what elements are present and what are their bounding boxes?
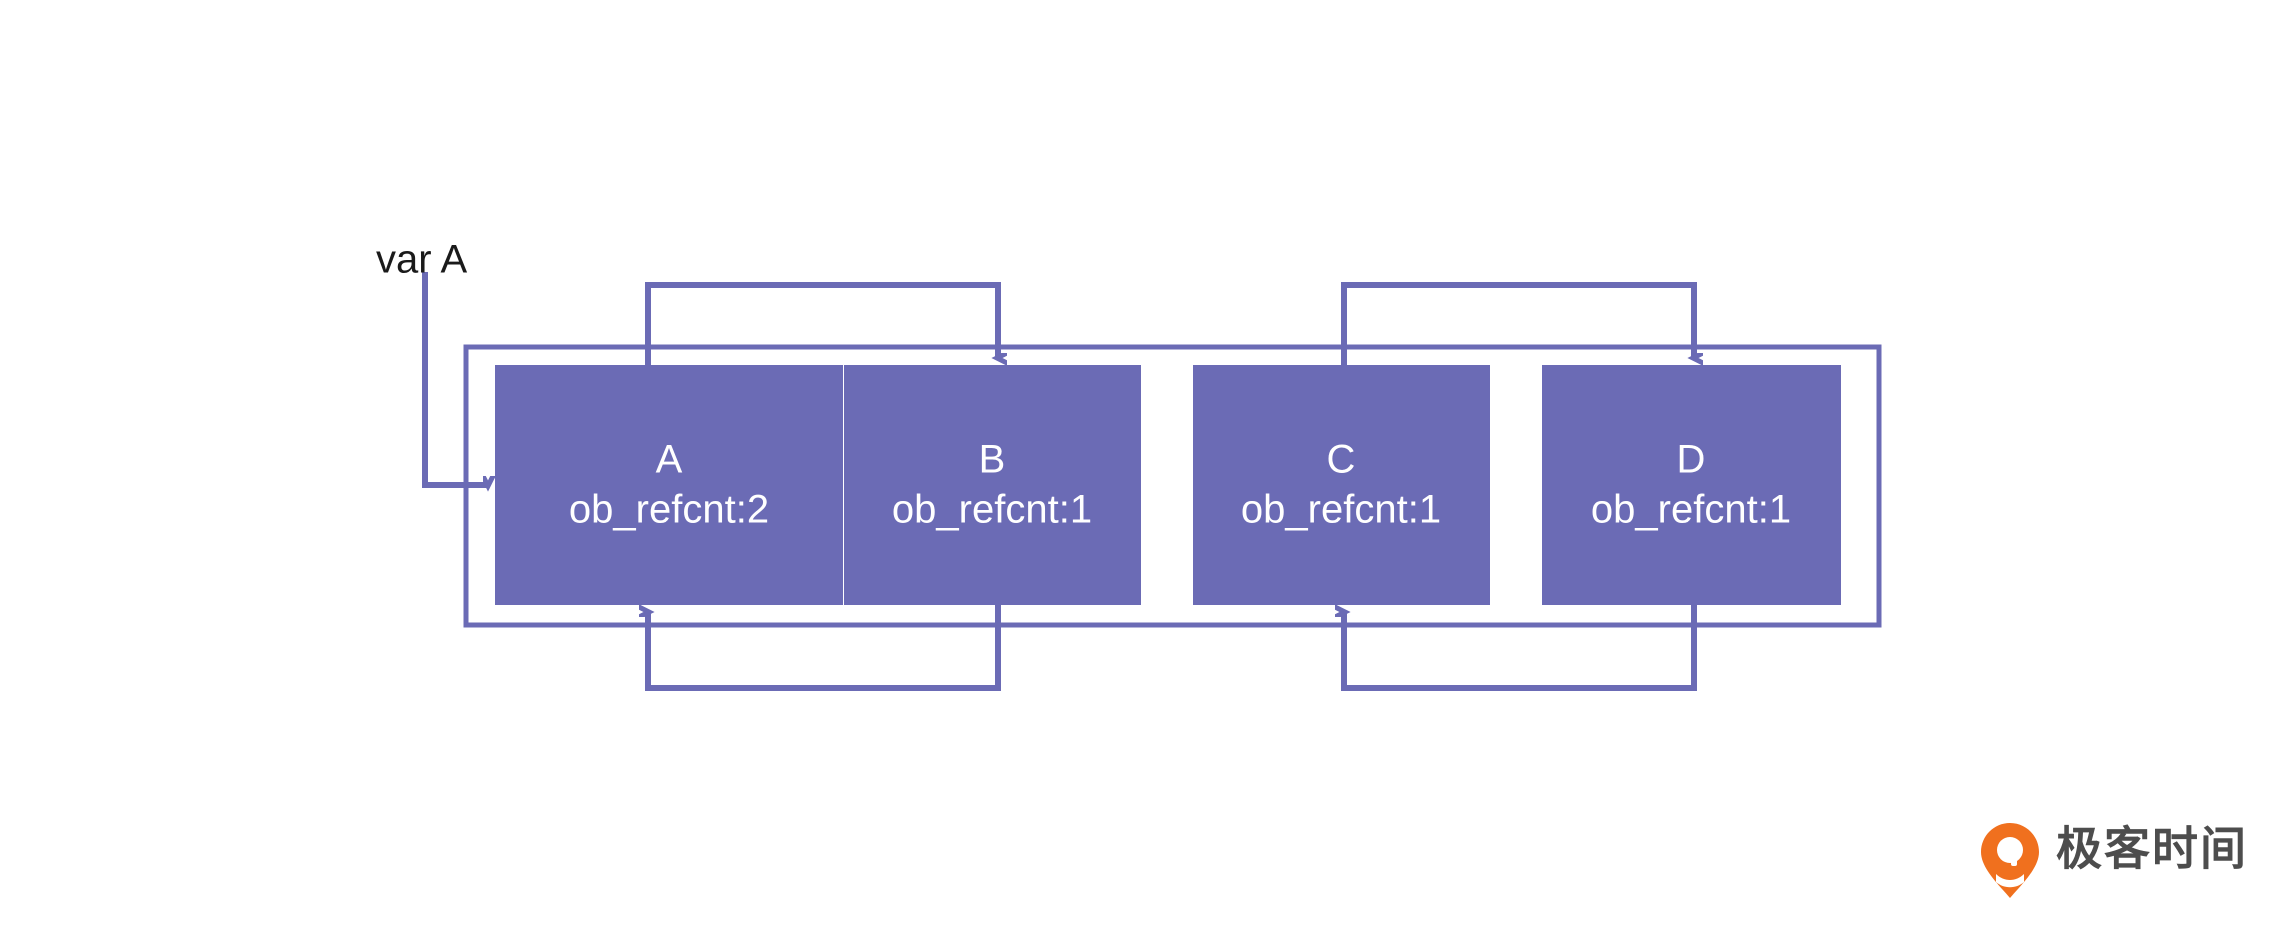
node-b-title: B [979,438,1006,482]
watermark-text: 极客时间 [2056,822,2248,876]
watermark: 极客时间 [1981,822,2248,898]
node-b[interactable]: B ob_refcnt:1 [844,365,1141,605]
edge-a-to-b [645,282,998,365]
node-d[interactable]: D ob_refcnt:1 [1542,365,1841,605]
edge-b-to-a [648,605,1001,691]
node-c-refcount: ob_refcnt:1 [1241,488,1441,532]
node-d-title: D [1677,438,1706,482]
node-a-refcount: ob_refcnt:2 [569,488,769,532]
edge-d-to-c [1344,605,1697,691]
node-d-box [1542,365,1841,605]
node-a-box [495,365,843,605]
node-d-refcount: ob_refcnt:1 [1591,488,1791,532]
node-c[interactable]: C ob_refcnt:1 [1193,365,1490,605]
node-b-box [844,365,1141,605]
node-b-refcount: ob_refcnt:1 [892,488,1092,532]
node-a-title: A [656,438,683,482]
node-c-box [1193,365,1490,605]
edge-c-to-d [1341,282,1694,365]
node-c-title: C [1327,438,1356,482]
node-a[interactable]: A ob_refcnt:2 [495,365,843,605]
var-a-pointer [422,272,488,485]
geektime-logo-icon [1981,823,2039,898]
var-a-label: var A [376,238,467,282]
